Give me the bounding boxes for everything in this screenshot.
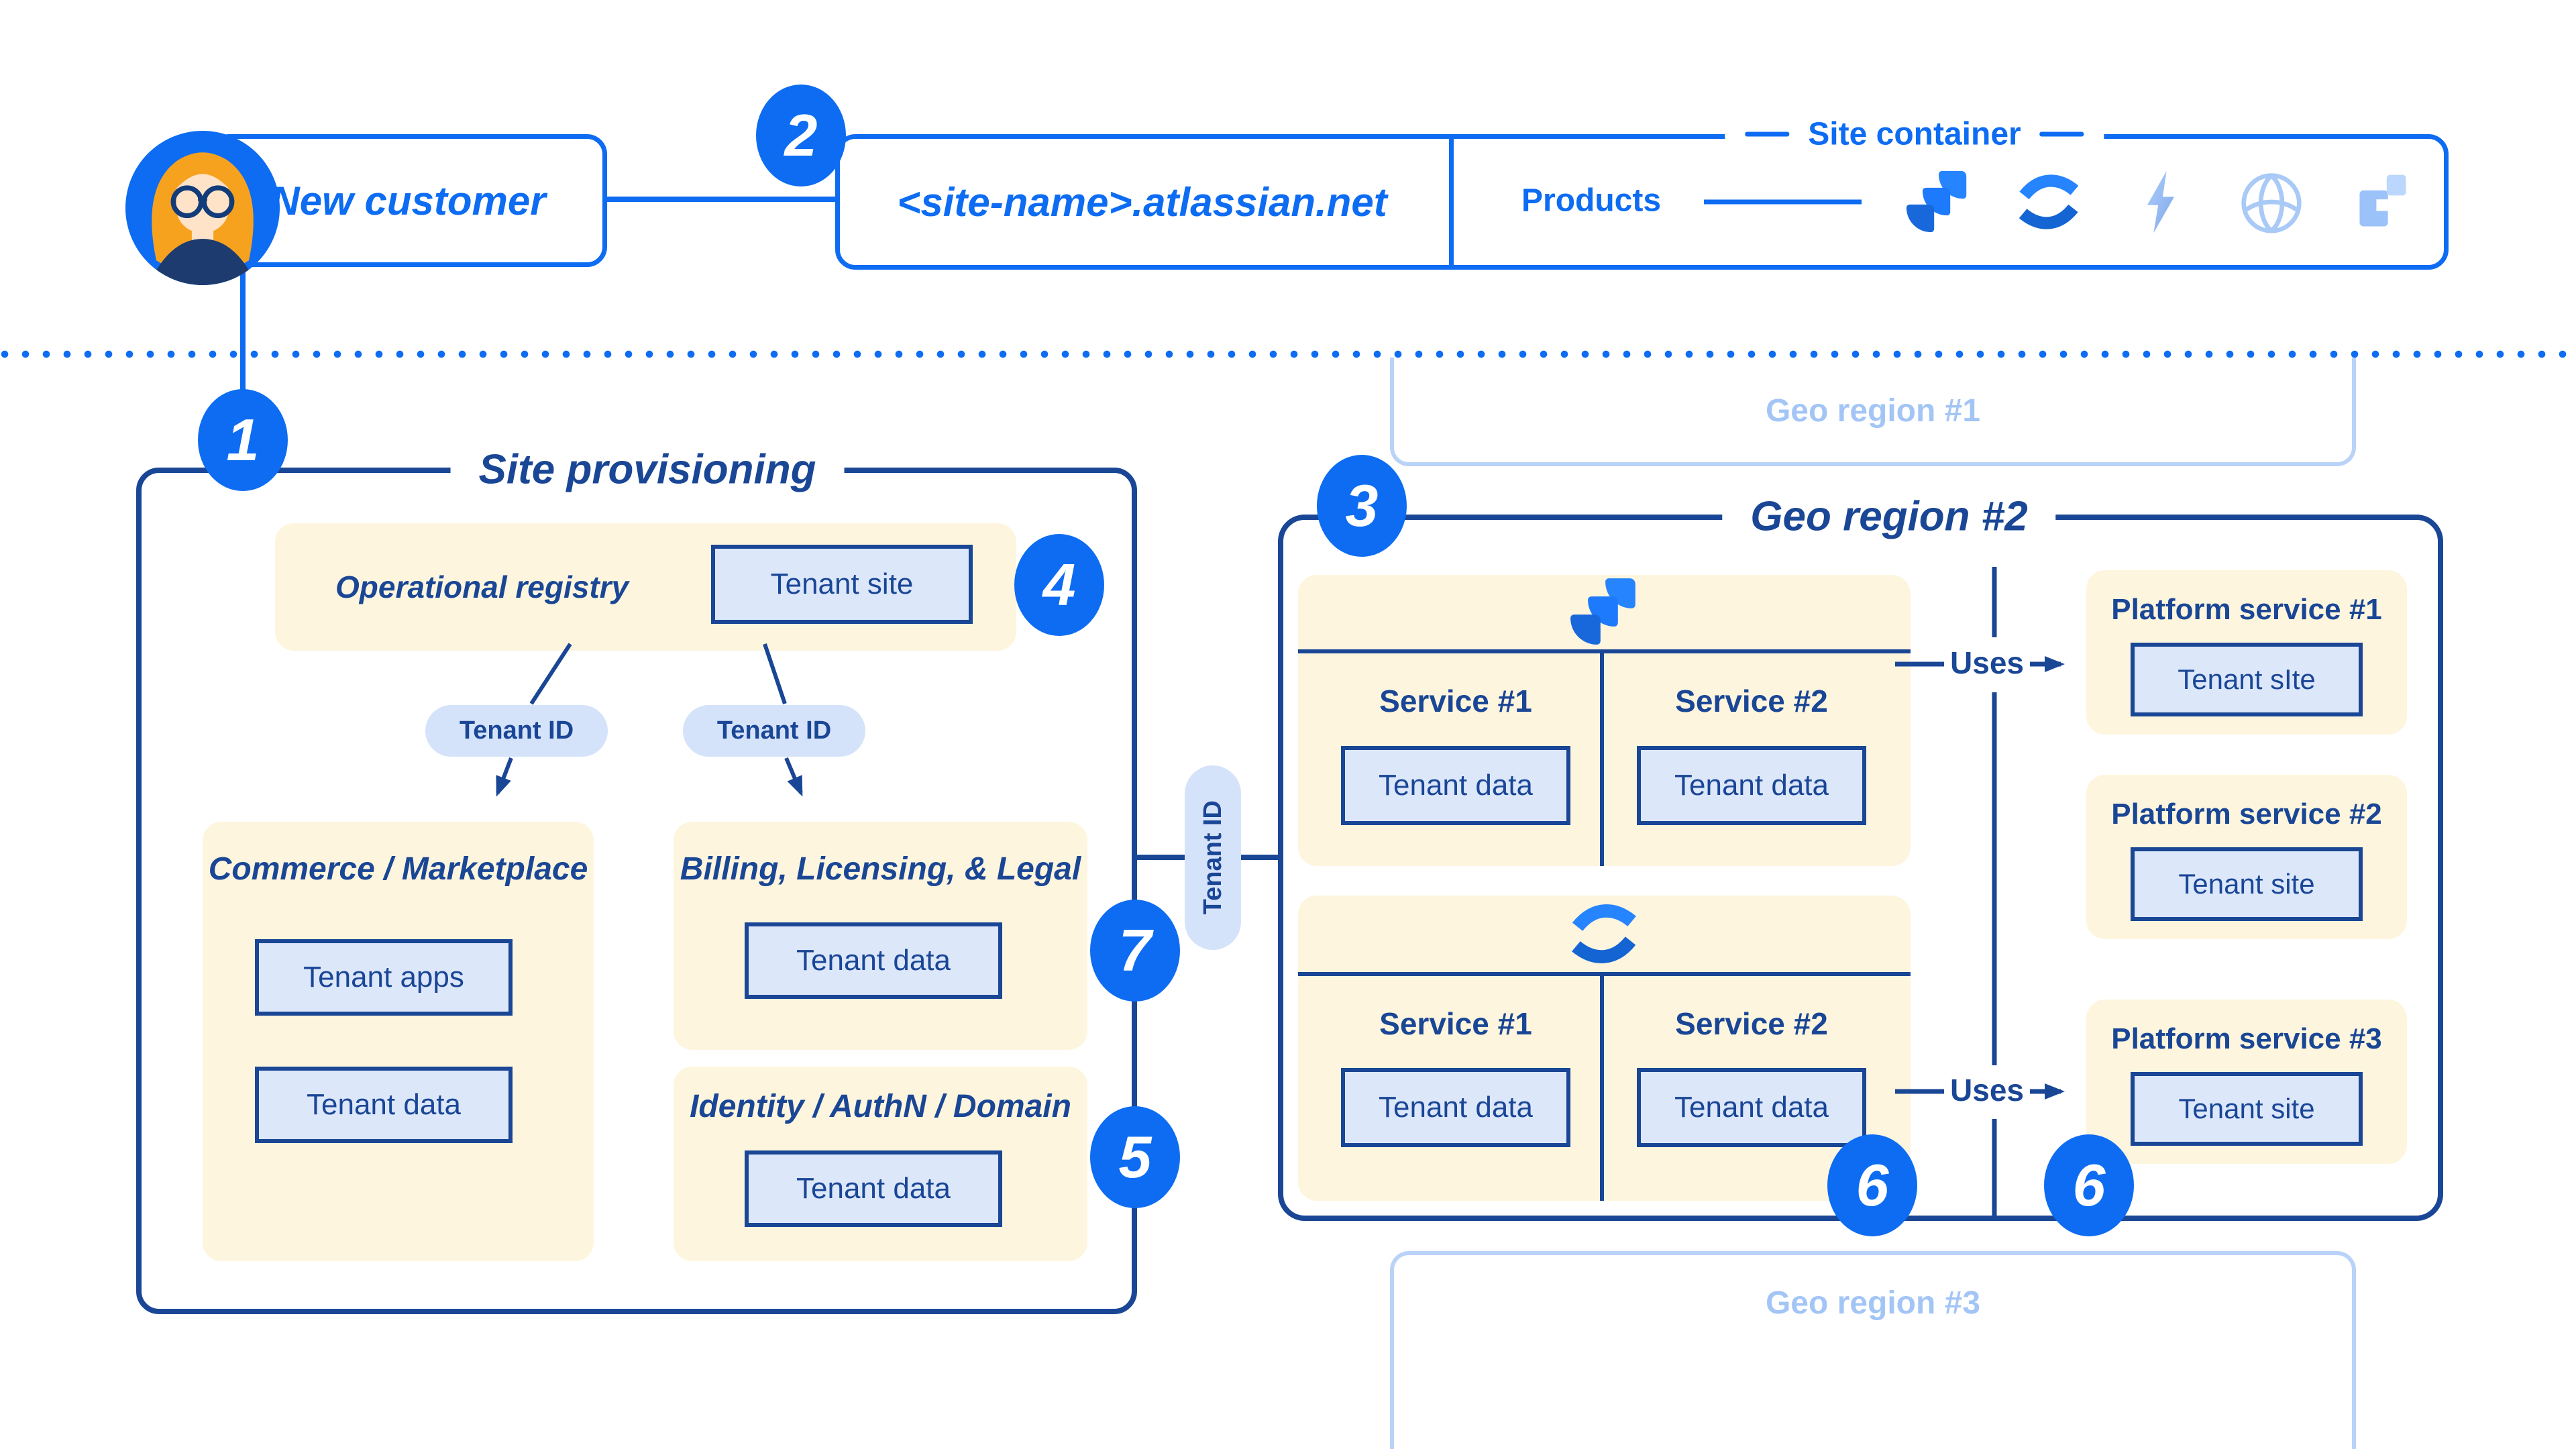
- platform-service-3-tenant-site: Tenant site: [2131, 1072, 2363, 1146]
- new-customer-label: New customer: [270, 178, 546, 223]
- geo-region-3-label: Geo region #3: [1765, 1285, 1981, 1321]
- geo-region-1-label: Geo region #1: [1765, 393, 1981, 429]
- operational-registry-title: Operational registry: [335, 570, 629, 604]
- confluence-service-2-label: Service #2: [1675, 1006, 1828, 1041]
- confluence-service-1-label: Service #1: [1379, 1006, 1532, 1041]
- platform-service-2-tenant-site: Tenant site: [2131, 847, 2363, 921]
- platform-service-1-title: Platform service #1: [2111, 593, 2382, 626]
- confluence-service-1-tenant-data: Tenant data: [1341, 1068, 1570, 1147]
- squares-icon: [2359, 174, 2406, 227]
- identity-title: Identity / AuthN / Domain: [690, 1089, 1071, 1124]
- label-dash-right: [2039, 131, 2084, 137]
- geo-region-1-box: [1390, 358, 2356, 466]
- uses-label-1: Uses: [1945, 644, 2029, 681]
- badge-1: 1: [198, 389, 288, 491]
- bolt-icon: [2147, 170, 2175, 233]
- platform-service-3-title: Platform service #3: [2111, 1022, 2382, 1055]
- confluence-icon: [2019, 174, 2079, 229]
- uses-label-2: Uses: [1945, 1071, 2029, 1108]
- billing-tenant-data-box: Tenant data: [745, 922, 1002, 999]
- site-container-label: Site container: [1808, 116, 2021, 152]
- badge-4: 4: [1014, 534, 1104, 636]
- confluence-logo: [1569, 899, 1639, 969]
- badge-2: 2: [756, 85, 846, 186]
- jira-icon: [1570, 578, 1635, 645]
- tenant-id-pill-right: Tenant ID: [683, 705, 865, 757]
- globe-icon: [2241, 173, 2302, 233]
- commerce-marketplace-title: Commerce / Marketplace: [208, 851, 588, 887]
- customer-avatar: [125, 131, 280, 285]
- geo-region-3-box: [1390, 1251, 2356, 1449]
- site-provisioning-title: Site provisioning: [450, 445, 845, 494]
- site-container-box: [835, 134, 2449, 270]
- badge-7: 7: [1090, 900, 1180, 1002]
- platform-service-2-title: Platform service #2: [2111, 798, 2382, 830]
- commerce-tenant-data-box: Tenant data: [255, 1067, 513, 1143]
- site-name-label: <site-name>.atlassian.net: [897, 179, 1387, 225]
- platform-service-1-tenant-site: Tenant sIte: [2131, 643, 2363, 716]
- tenant-site-box: Tenant site: [711, 545, 973, 624]
- geo-region-2-title: Geo region #2: [1722, 492, 2056, 541]
- confluence-icon: [1572, 904, 1636, 963]
- label-dash-left: [1745, 131, 1790, 137]
- tenant-apps-box: Tenant apps: [255, 939, 513, 1016]
- badge-6-platform: 6: [2044, 1134, 2134, 1236]
- products-divider: [1449, 139, 1454, 265]
- commerce-marketplace-box: [203, 822, 594, 1261]
- jira-service-2-tenant-data: Tenant data: [1637, 746, 1866, 825]
- site-name-cell: <site-name>.atlassian.net: [835, 134, 1449, 270]
- jira-service-1-label: Service #1: [1379, 684, 1532, 718]
- jira-icon: [1906, 170, 1967, 233]
- confluence-service-2-tenant-data: Tenant data: [1637, 1068, 1866, 1147]
- site-container-label-wrap: Site container: [1725, 115, 2104, 153]
- person-icon: [125, 131, 280, 285]
- confluence-group-box: [1298, 896, 1911, 1201]
- billing-title: Billing, Licensing, & Legal: [680, 851, 1081, 887]
- dotted-separator: [0, 350, 2576, 359]
- product-icons-row: [1905, 170, 2415, 234]
- jira-service-1-tenant-data: Tenant data: [1341, 746, 1570, 825]
- badge-3: 3: [1317, 455, 1407, 557]
- products-label: Products: [1521, 182, 1662, 219]
- jira-service-2-label: Service #2: [1675, 684, 1828, 718]
- badge-6-confluence: 6: [1827, 1134, 1917, 1236]
- identity-tenant-data-box: Tenant data: [745, 1150, 1002, 1227]
- badge-5: 5: [1090, 1106, 1180, 1208]
- tenant-id-pill-left: Tenant ID: [425, 705, 608, 757]
- jira-logo: [1569, 577, 1639, 647]
- tenant-id-connector-pill: Tenant ID: [1185, 765, 1241, 950]
